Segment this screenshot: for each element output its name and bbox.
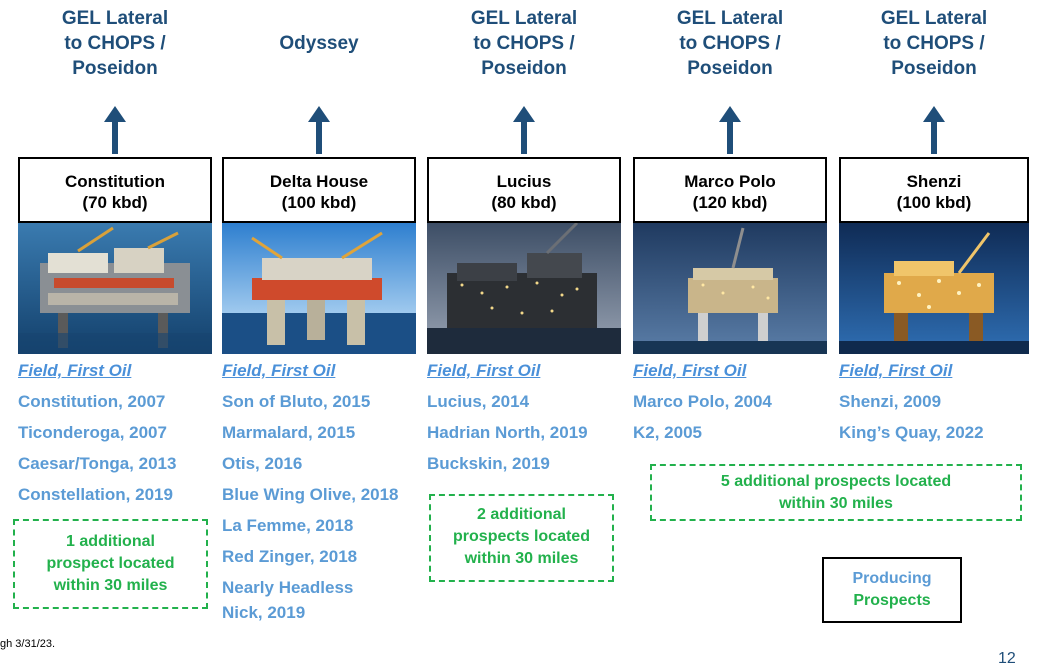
platform-photo [633, 223, 827, 354]
field-item: Constitution, 2007 [18, 392, 166, 411]
footnote: gh 3/31/23. [0, 638, 56, 650]
page-number: 12 [998, 650, 1016, 667]
legend: Producing Prospects [822, 557, 962, 623]
field-item: Blue Wing Olive, 2018 [222, 485, 399, 504]
field-item: Marmalard, 2015 [222, 423, 356, 442]
prospect-note-lucius: 2 additional prospects located within 30… [429, 494, 614, 582]
field-list-header: Field, First Oil [633, 361, 747, 380]
field-item: Ticonderoga, 2007 [18, 423, 167, 442]
field-item: Red Zinger, 2018 [222, 547, 358, 566]
platform-photo [427, 223, 621, 354]
platform-box: Delta House (100 kbd) [222, 157, 416, 223]
field-item: Son of Bluto, 2015 [222, 392, 371, 411]
field-item: Caesar/Tonga, 2013 [18, 454, 177, 473]
up-arrow-icon [923, 106, 945, 154]
field-item: Shenzi, 2009 [839, 392, 942, 411]
field-item: Marco Polo, 2004 [633, 392, 772, 411]
field-list: Field, First Oil Shenzi, 2009 King’s Qua… [839, 358, 1037, 451]
prospect-note-shared: 5 additional prospects located within 30… [650, 464, 1022, 521]
field-list-header: Field, First Oil [222, 361, 336, 380]
field-item: K2, 2005 [633, 423, 702, 442]
up-arrow-icon [104, 106, 126, 154]
up-arrow-icon [719, 106, 741, 154]
platform-box: Constitution (70 kbd) [18, 157, 212, 223]
legend-producing: Producing [852, 570, 932, 587]
platform-box: Lucius (80 kbd) [427, 157, 621, 223]
destination-label: GEL Lateral to CHOPS / Poseidon [61, 8, 169, 79]
field-item: La Femme, 2018 [222, 516, 354, 535]
field-item: Lucius, 2014 [427, 392, 530, 411]
field-item: King’s Quay, 2022 [839, 423, 984, 442]
field-list-header: Field, First Oil [18, 361, 132, 380]
field-list: Field, First Oil Lucius, 2014 Hadrian No… [427, 358, 657, 482]
field-item: Hadrian North, 2019 [427, 423, 588, 442]
platform-box: Shenzi (100 kbd) [839, 157, 1029, 223]
destination-label: Odyssey [279, 33, 359, 54]
field-list: Field, First Oil Marco Polo, 2004 K2, 20… [633, 358, 863, 451]
legend-prospects: Prospects [853, 592, 931, 609]
field-item: Nearly Headless Nick, 2019 [222, 578, 354, 622]
platform-box: Marco Polo (120 kbd) [633, 157, 827, 223]
platform-photo [18, 223, 212, 354]
up-arrow-icon [513, 106, 535, 154]
destination-label: GEL Lateral to CHOPS / Poseidon [470, 8, 578, 79]
destination-label: GEL Lateral to CHOPS / Poseidon [880, 8, 988, 79]
field-item: Buckskin, 2019 [427, 454, 550, 473]
destination-label: GEL Lateral to CHOPS / Poseidon [676, 8, 784, 79]
field-list: Field, First Oil Son of Bluto, 2015 Marm… [222, 358, 452, 631]
field-item: Constellation, 2019 [18, 485, 173, 504]
platform-photo [222, 223, 416, 354]
field-item: Otis, 2016 [222, 454, 303, 473]
field-list-header: Field, First Oil [839, 361, 953, 380]
field-list: Field, First Oil Constitution, 2007 Tico… [18, 358, 248, 513]
prospect-note-constitution: 1 additional prospect located within 30 … [13, 519, 208, 609]
up-arrow-icon [308, 106, 330, 154]
field-list-header: Field, First Oil [427, 361, 541, 380]
platform-photo [839, 223, 1029, 354]
